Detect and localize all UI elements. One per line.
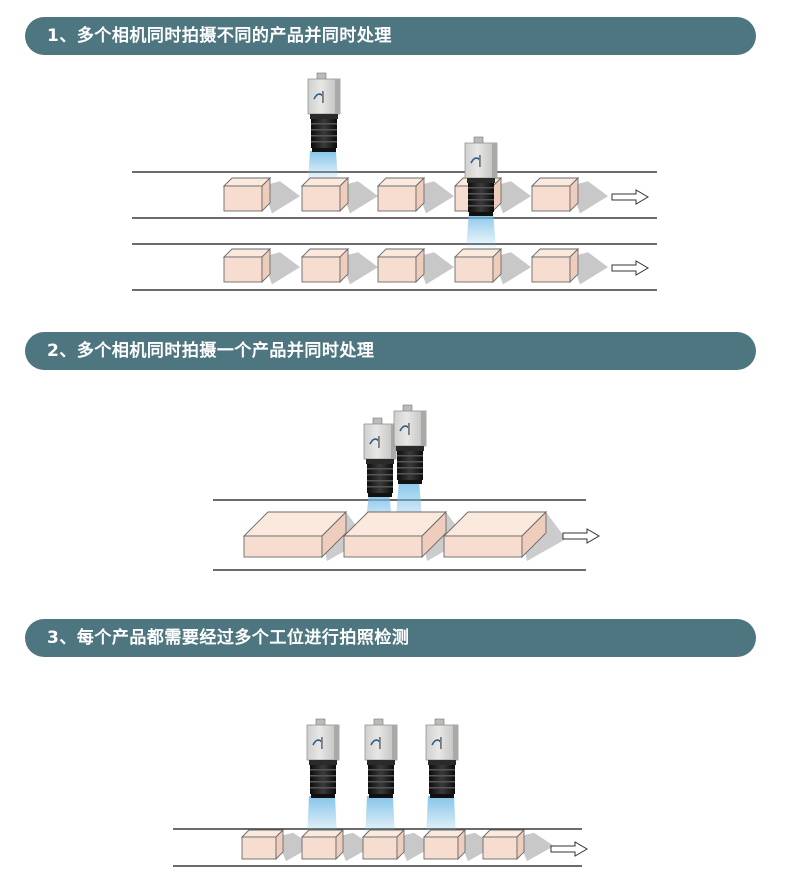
product-box-icon: [376, 247, 454, 285]
product-box-icon: [300, 176, 378, 214]
product-box-icon: [376, 176, 454, 214]
light-beam-icon: [307, 796, 337, 838]
section-3-title: 3、每个产品都需要经过多个工位进行拍照检测: [47, 628, 410, 648]
industrial-camera-icon: [307, 72, 341, 152]
product-box-icon: [481, 828, 554, 862]
section-2-title: 2、多个相机同时拍摄一个产品并同时处理: [47, 341, 375, 361]
industrial-camera-icon: [464, 136, 498, 216]
section-2-banner: 2、多个相机同时拍摄一个产品并同时处理: [25, 332, 756, 370]
product-box-icon: [530, 247, 608, 285]
section-1-title: 1、多个相机同时拍摄不同的产品并同时处理: [47, 26, 392, 46]
light-beam-icon: [308, 151, 338, 182]
light-beam-icon: [466, 212, 496, 249]
industrial-camera-icon: [306, 718, 340, 798]
conveyor-direction-arrow-icon: [562, 528, 600, 544]
conveyor-direction-arrow-icon: [611, 260, 649, 276]
product-box-icon: [222, 247, 300, 285]
industrial-camera-icon: [393, 404, 427, 484]
light-beam-icon: [426, 796, 456, 838]
product-box-icon: [530, 176, 608, 214]
industrial-camera-icon: [363, 417, 397, 497]
product-box-icon: [222, 176, 300, 214]
product-box-icon: [300, 247, 378, 285]
product-box-icon: [361, 828, 434, 862]
industrial-camera-icon: [364, 718, 398, 798]
light-beam-icon: [365, 796, 395, 838]
conveyor-direction-arrow-icon: [611, 189, 649, 205]
section-3-banner: 3、每个产品都需要经过多个工位进行拍照检测: [25, 619, 756, 657]
product-box-icon: [453, 247, 531, 285]
industrial-camera-icon: [425, 718, 459, 798]
conveyor-direction-arrow-icon: [550, 841, 588, 857]
product-box-icon: [442, 510, 566, 561]
section-1-banner: 1、多个相机同时拍摄不同的产品并同时处理: [25, 17, 756, 55]
product-box-icon: [300, 828, 373, 862]
